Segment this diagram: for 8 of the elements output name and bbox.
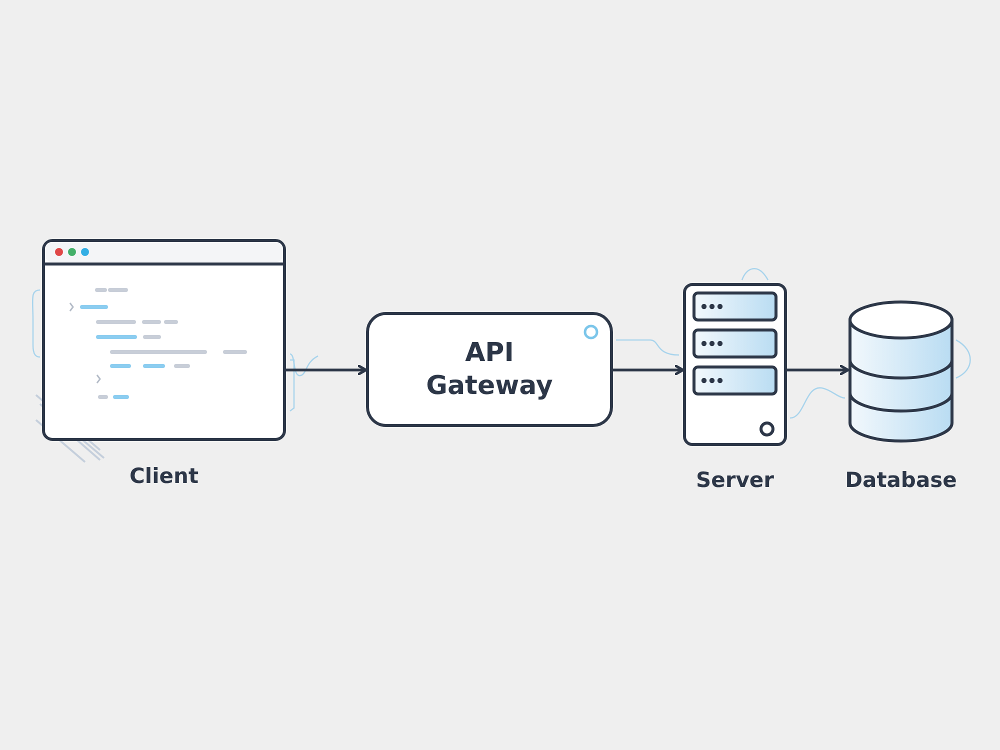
node-label: Client — [129, 464, 199, 488]
node-label: Database — [845, 468, 957, 492]
arrow — [613, 364, 684, 376]
gateway-box — [366, 312, 613, 427]
arrow — [286, 364, 368, 376]
node-label: API Gateway — [425, 337, 554, 402]
node-label: Server — [696, 468, 774, 492]
arrow — [787, 364, 850, 376]
